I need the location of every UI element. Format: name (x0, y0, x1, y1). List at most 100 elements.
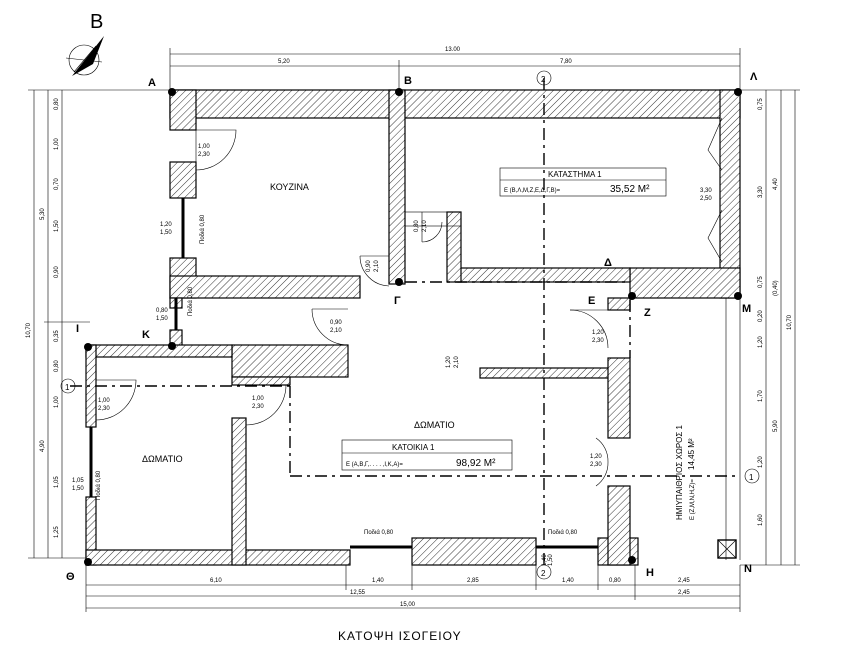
dim-right-sub3: 5,90 (773, 420, 779, 432)
north-label: B (90, 11, 104, 33)
shop-formula: E (B,Λ,M,Z,E,Δ,Γ,B)= (504, 188, 561, 194)
annotation-south-sill2: Ποδιά 0,80 (548, 529, 578, 536)
annotation-hall-door-b: 2,10 (374, 260, 380, 272)
grid-marker-1-right: 1 (749, 473, 754, 482)
annotation-room-win-b: 1,50 (72, 486, 84, 492)
shop-title: ΚΑΤΑΣΤΗΜΑ 1 (548, 170, 602, 179)
dim-right-3: 0,75 (758, 276, 764, 288)
left-dimensions: 0,80 1,00 0,70 1,50 0,90 0,35 0,80 1,00 … (26, 89, 170, 559)
bottom-dimensions: 6,10 1,40 2,85 1,40 0,80 2,45 12,55 2,45… (85, 565, 741, 612)
annotation-hall-open-b: 2,10 (454, 356, 460, 368)
annotation-hall-door-a: 0,90 (366, 260, 372, 272)
point-n: N (744, 563, 752, 575)
dwelling-area-box: ΚΑΤΟΙΚΙΑ 1 E (A,B,Γ,. . . . ,I,K,A)= 98,… (341, 439, 513, 471)
room-label-kitchen: ΚΟΥΖΙΝΑ (270, 182, 309, 192)
dim-bottom-2: 1,40 (372, 578, 384, 584)
point-theta: Θ (66, 571, 75, 583)
dim-top-left: 5,20 (278, 59, 290, 65)
annotation-south-win-b: 1,50 (548, 554, 554, 566)
dim-bottom-4: 1,40 (562, 578, 574, 584)
semi-open-area-value: 14,45 M² (687, 438, 696, 470)
room-label-center: ΔΩΜΑΤΙΟ (414, 420, 455, 430)
grid-marker-2-bottom: 2 (541, 569, 546, 578)
dim-right-7: 1,20 (758, 456, 764, 468)
right-dimensions: 0,75 3,30 0,75 0,20 1,20 1,70 1,20 1,60 … (740, 89, 800, 566)
dim-left-4: 1,50 (54, 220, 60, 232)
dim-left-sub1: 5,30 (40, 208, 46, 220)
columns (84, 88, 742, 566)
annotation-room-door2-a: 1,00 (252, 396, 264, 402)
annotation-kitchen-door-a: 1,00 (198, 144, 210, 150)
annotation-room-door-b: 2,30 (98, 406, 110, 412)
annotation-room-win-a: 1,05 (72, 478, 84, 484)
dwelling-area: 98,92 M² (456, 458, 496, 469)
annotation-kitchen-win-a: 1,20 (160, 222, 172, 228)
annotation-kitchen-win-b: 1,50 (160, 230, 172, 236)
dim-right-sub2: (0,40) (773, 280, 779, 296)
point-z: Z (644, 307, 651, 319)
dim-left-5: 0,90 (54, 266, 60, 278)
point-k: K (142, 329, 150, 341)
dim-right-6: 1,70 (758, 390, 764, 402)
point-i: I (76, 323, 79, 335)
semi-open-title: ΗΜΙΥΠΑΙΘΡΙΟΣ ΧΩΡΟΣ 1 (675, 424, 684, 520)
annotation-shop-inner-a: 0,80 (414, 220, 420, 232)
annotation-corridor-door-a: 0,90 (330, 320, 342, 326)
annotation-e-door-b: 2,30 (592, 338, 604, 344)
point-b: B (404, 75, 412, 87)
point-gamma: Γ (394, 295, 401, 307)
dim-left-3: 0,70 (54, 178, 60, 190)
point-h: H (646, 567, 654, 579)
dim-top-total: 13.00 (445, 47, 461, 53)
annotation-shop-inner-b: 2,10 (422, 220, 428, 232)
annotation-shop-front-b: 2,50 (700, 196, 712, 202)
annotation-room-sill: Ποδιά 0,80 (95, 470, 102, 500)
dim-bottom-total: 15,00 (400, 602, 416, 608)
drawing-title: ΚΑΤΟΨΗ ΙΣΟΓΕΙΟΥ (338, 629, 462, 643)
axis-lines (70, 78, 741, 570)
dim-bottom-1: 6,10 (210, 578, 222, 584)
annotation-east-door-b: 2,30 (590, 462, 602, 468)
annotation-room-door-a: 1,00 (98, 398, 110, 404)
walls (85, 89, 741, 566)
annotation-room-door2-b: 2,30 (252, 404, 264, 410)
shop-area-box: ΚΑΤΑΣΤΗΜΑ 1 E (B,Λ,M,Z,E,Δ,Γ,B)= 35,52 M… (499, 167, 667, 197)
dwelling-title: ΚΑΤΟΙΚΙΑ 1 (392, 443, 435, 452)
dim-right-total: 10,70 (787, 314, 793, 330)
annotation-k-win-b: 1,50 (156, 316, 168, 322)
dim-bottom-sum2: 2,45 (678, 590, 690, 596)
grid-marker-1-left: 1 (65, 383, 70, 392)
dim-left-8: 1,00 (54, 396, 60, 408)
annotation-south-win-a: 1,40 (542, 554, 548, 566)
point-m: M (742, 303, 751, 315)
annotation-k-win-a: 0,80 (156, 308, 168, 314)
dim-left-1: 0,80 (54, 98, 60, 110)
dim-bottom-3: 2,85 (467, 578, 479, 584)
semi-open-formula: E (Z,M,N,H,Z)= (690, 479, 696, 520)
dim-bottom-6: 2,45 (678, 578, 690, 584)
top-dimensions: 13.00 5,20 7,80 (169, 47, 741, 90)
grid-markers: 1 1 2 2 (60, 70, 760, 580)
dim-right-sub1: 4,40 (773, 178, 779, 190)
room-labels: ΚΟΥΖΙΝΑ ΔΩΜΑΤΙΟ ΔΩΜΑΤΙΟ (142, 182, 455, 464)
dim-top-right: 7,80 (560, 59, 572, 65)
point-labels: A B Λ Δ E Z M Γ I K Θ H N (66, 71, 758, 583)
point-lambda: Λ (750, 71, 758, 83)
annotation-kitchen-door-b: 2,30 (198, 152, 210, 158)
room-label-left: ΔΩΜΑΤΙΟ (142, 454, 183, 464)
point-a: A (148, 77, 156, 89)
dim-left-6: 0,35 (54, 330, 60, 342)
annotation-hall-open-a: 1,20 (446, 356, 452, 368)
opening-annotations: 1,00 2,30 1,20 1,50 Ποδιά 0,80 0,80 2,10… (72, 144, 712, 566)
dim-left-total: 10,70 (26, 322, 32, 338)
dim-left-9: 1,05 (54, 476, 60, 488)
point-e: E (588, 295, 595, 307)
dim-bottom-5: 0,80 (609, 578, 621, 584)
dim-bottom-sum1: 12,55 (350, 590, 366, 596)
annotation-e-door-a: 1,20 (592, 330, 604, 336)
dim-right-4: 0,20 (758, 310, 764, 322)
point-delta: Δ (604, 257, 612, 269)
annotation-east-door-a: 1,20 (590, 454, 602, 460)
dim-left-10: 1,25 (54, 526, 60, 538)
